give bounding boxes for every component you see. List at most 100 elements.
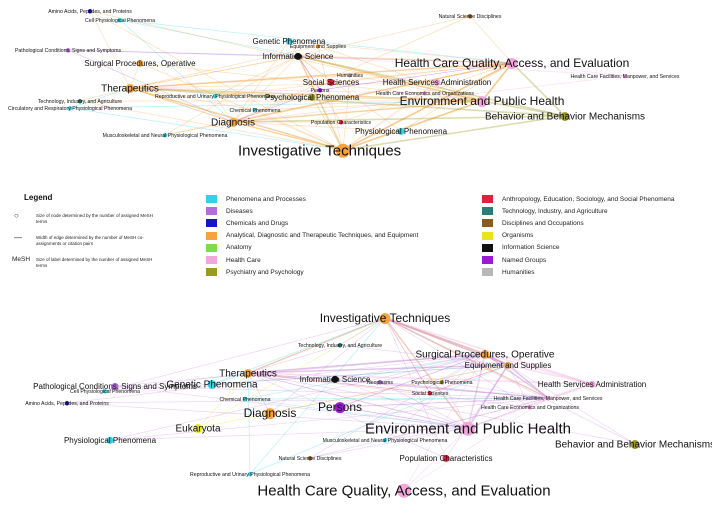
network-edge [89, 10, 344, 151]
network-edge [119, 19, 234, 123]
legend-item-label: Diseases [226, 207, 253, 215]
network-node [442, 454, 450, 462]
node-label: Chemical Phenomena [229, 108, 280, 114]
network-edge [66, 397, 549, 404]
node-label: Health Care Quality, Access, and Evaluat… [395, 56, 630, 70]
network-edge [197, 372, 249, 429]
legend-item-label: Anthropology, Education, Sociology, and … [502, 195, 675, 203]
network-edge [384, 317, 593, 385]
network-node [193, 424, 203, 433]
network-edge [507, 364, 636, 445]
network-edge [249, 317, 386, 475]
network-edge [445, 364, 509, 459]
network-edge [114, 385, 549, 399]
network-node [294, 52, 302, 60]
network-edge [247, 372, 431, 394]
network-node [347, 73, 353, 78]
network-edge [297, 55, 566, 117]
network-edge [232, 81, 332, 123]
network-edge [384, 427, 469, 441]
network-edge [297, 55, 344, 151]
network-edge [339, 344, 509, 366]
node-label: Therapeutics [219, 369, 277, 380]
legend-swatch [206, 195, 217, 204]
network-node [338, 120, 344, 125]
network-edge [129, 87, 483, 102]
network-edge [247, 372, 271, 414]
network-edge [129, 87, 313, 98]
legend-swatch [482, 243, 493, 252]
network-edge [297, 55, 321, 91]
network-node [622, 74, 628, 79]
legend-item-label: Analytical, Diagnostic and Therapeutic T… [226, 232, 419, 240]
legend-item: Diseases [206, 205, 418, 217]
node-label: Physiological Phenomena [355, 127, 448, 136]
network-node [439, 380, 445, 385]
network-node [207, 380, 217, 389]
node-label: Genetic Phenomena [253, 37, 326, 46]
network-edge [164, 121, 234, 136]
network-node [588, 380, 596, 388]
network-node [64, 401, 70, 406]
network-node [397, 127, 405, 135]
network-edge [403, 427, 469, 491]
network-edge [254, 100, 483, 111]
network-edge [129, 87, 426, 94]
network-edge [232, 15, 471, 123]
network-edge [384, 317, 469, 429]
node-label: Circulatory and Respiratory Physiologica… [8, 106, 132, 112]
legend-swatch [206, 256, 217, 265]
network-edge [342, 62, 513, 151]
mesh-label-icon: MeSH [12, 256, 31, 263]
line-icon: — [14, 233, 22, 242]
legend-swatch [206, 268, 217, 277]
node-label: Behavior and Behavior Mechanisms [555, 440, 712, 451]
node-label: Health Care Economics and Organizations [481, 405, 579, 411]
network-node [476, 96, 488, 108]
node-label: Amino Acids, Peptides, and Proteins [25, 401, 109, 407]
network-node [212, 94, 218, 99]
network-node [125, 84, 135, 93]
legend-swatch [206, 243, 217, 252]
network-edge [484, 353, 549, 399]
network-edge [384, 317, 486, 355]
network-edge [197, 317, 386, 429]
network-edge [317, 45, 344, 151]
network-edge [247, 372, 447, 459]
network-edge [467, 364, 509, 429]
node-label: Physiological Phenomena [64, 436, 157, 445]
network-edge [441, 381, 549, 399]
network-node [242, 397, 248, 402]
network-edge [119, 19, 299, 57]
network-edge [484, 353, 593, 385]
network-edge [349, 74, 483, 102]
node-label: Chemical Phenomena [219, 397, 270, 403]
node-label: Information Science [263, 52, 334, 61]
network-edge [129, 62, 513, 89]
network-edge [317, 45, 483, 102]
network-edge [211, 364, 509, 385]
node-label: Musculoskeletal and Neural Physiological… [103, 133, 228, 139]
node-label: Psychological Phenomena [411, 380, 472, 386]
network-edge [129, 55, 299, 89]
legend-note-edge-width: — Width of edge determined by the number… [14, 233, 144, 247]
network-edge [507, 364, 531, 408]
node-label: Health Care Economics and Organizations [376, 91, 474, 97]
legend-swatch [482, 207, 493, 216]
network-edge [232, 89, 321, 123]
node-label: Investigative Techniques [320, 311, 451, 325]
legend-item: Humanities [482, 266, 675, 278]
legend-item-label: Named Groups [502, 256, 547, 264]
network-edge [384, 397, 549, 441]
network-edge [164, 62, 513, 136]
legend-item-label: Humanities [502, 268, 535, 276]
legend-categories-right: Anthropology, Education, Sociology, and … [482, 193, 675, 278]
node-label: Pathological Conditions, Signs and Sympt… [33, 382, 197, 391]
legend-swatch [482, 231, 493, 240]
network-edge [309, 397, 549, 459]
network-edge [342, 100, 483, 151]
legend-item: Named Groups [482, 254, 675, 266]
network-edge [247, 317, 386, 374]
network-edge [129, 62, 141, 89]
